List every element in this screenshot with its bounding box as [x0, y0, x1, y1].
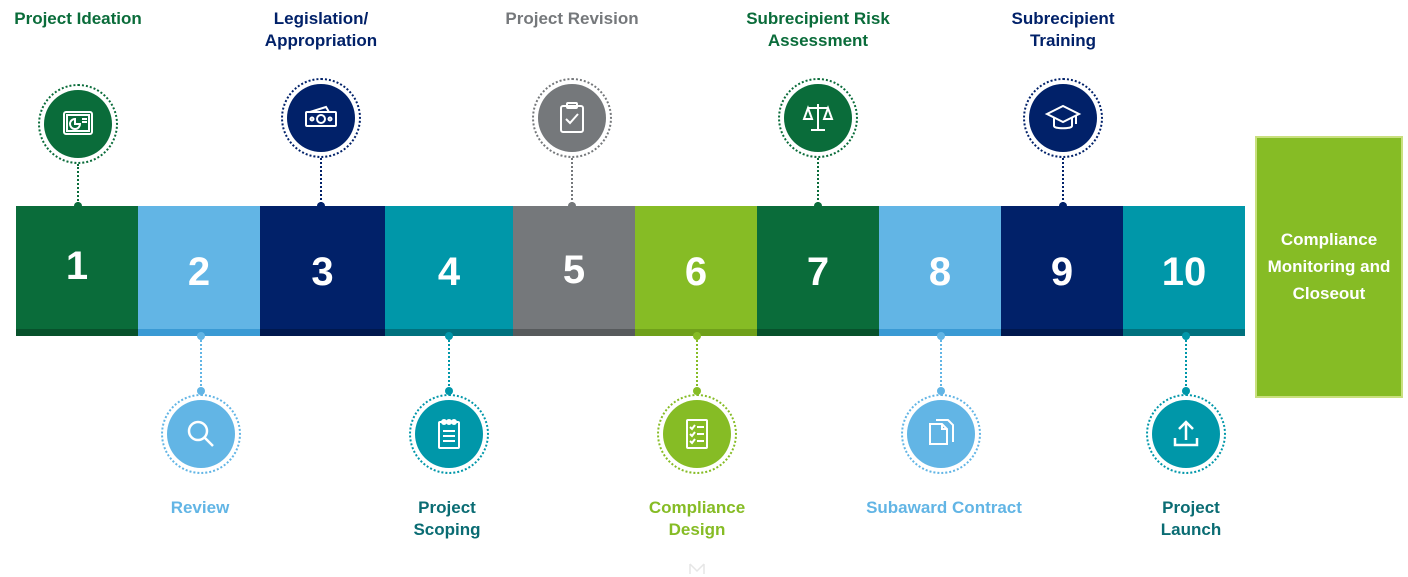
- step-4-number: 4: [437, 250, 461, 294]
- step-9-connector: [1062, 158, 1064, 204]
- money-icon: [287, 84, 355, 152]
- step-3-icon-ring: [281, 78, 361, 158]
- step-10-connector: [1185, 336, 1187, 390]
- step-8-label: Subaward Contract: [866, 498, 1022, 517]
- step-2-segment: 2: [138, 206, 260, 336]
- step-4-connector: [448, 336, 450, 390]
- step-4-end-dot: [445, 387, 453, 395]
- step-5-number: 5: [562, 248, 586, 292]
- step-2-label: Review: [170, 498, 230, 517]
- step-7-segment: 7: [757, 206, 879, 336]
- step-1-label: Project Ideation: [14, 9, 142, 28]
- final-step-box: Compliance Monitoring and Closeout: [1255, 136, 1403, 398]
- step-8-icon-ring: [901, 394, 981, 474]
- step-10-anchor-dot: [1182, 332, 1190, 340]
- step-10-icon-ring: [1146, 394, 1226, 474]
- step-2-icon-ring: [161, 394, 241, 474]
- step-6-connector: [696, 336, 698, 390]
- scales-icon: [784, 84, 852, 152]
- step-4-anchor-dot: [445, 332, 453, 340]
- step-10-label: Project Launch: [1160, 498, 1222, 539]
- presentation-icon: [44, 90, 112, 158]
- step-3-label: Legislation/ Appropriation: [264, 9, 378, 50]
- step-1-connector: [77, 164, 79, 204]
- step-7-label: Subrecipient Risk Assessment: [746, 9, 890, 50]
- step-5-label: Project Revision: [505, 9, 639, 28]
- step-4-label: Project Scoping: [413, 498, 481, 539]
- final-step-label: Compliance Monitoring and Closeout: [1267, 230, 1391, 303]
- step-4-icon-ring: [409, 394, 489, 474]
- graduation-cap-icon: [1029, 84, 1097, 152]
- step-3-number: 3: [311, 250, 334, 294]
- step-6-segment: 6: [635, 206, 757, 336]
- step-10-segment: 10: [1123, 206, 1245, 336]
- step-9-segment: 9: [1001, 206, 1123, 336]
- step-9-number: 9: [1050, 250, 1074, 294]
- step-5-connector: [571, 158, 573, 204]
- step-8-segment: 8: [879, 206, 1001, 336]
- step-1-segment: 1: [16, 206, 138, 336]
- step-5-segment: 5: [513, 206, 635, 336]
- step-9-label: Subrecipient Training: [1011, 9, 1115, 50]
- step-7-icon-ring: [778, 78, 858, 158]
- notepad-icon: [415, 400, 483, 468]
- step-1-icon-ring: [38, 84, 118, 164]
- step-2-anchor-dot: [197, 332, 205, 340]
- clipboard-check-icon: [538, 84, 606, 152]
- step-6-icon-ring: [657, 394, 737, 474]
- step-5-icon-ring: [532, 78, 612, 158]
- step-6-label: Compliance Design: [648, 498, 746, 539]
- step-10-end-dot: [1182, 387, 1190, 395]
- step-3-connector: [320, 158, 322, 204]
- step-9-icon-ring: [1023, 78, 1103, 158]
- step-8-end-dot: [937, 387, 945, 395]
- step-6-number: 6: [684, 250, 708, 294]
- step-2-connector: [200, 336, 202, 390]
- search-icon: [167, 400, 235, 468]
- step-6-end-dot: [693, 387, 701, 395]
- step-2-end-dot: [197, 387, 205, 395]
- step-8-anchor-dot: [937, 332, 945, 340]
- step-8-connector: [940, 336, 942, 390]
- step-6-anchor-dot: [693, 332, 701, 340]
- step-3-segment: 3: [260, 206, 385, 336]
- step-7-connector: [817, 158, 819, 204]
- step-1-number: 1: [65, 244, 89, 288]
- step-7-number: 7: [806, 250, 830, 294]
- documents-icon: [907, 400, 975, 468]
- step-4-segment: 4: [385, 206, 513, 336]
- watermark-icon: [689, 563, 705, 574]
- step-8-number: 8: [928, 250, 952, 294]
- upload-icon: [1152, 400, 1220, 468]
- step-2-number: 2: [187, 250, 211, 294]
- checklist-icon: [663, 400, 731, 468]
- step-10-number: 10: [1161, 250, 1207, 294]
